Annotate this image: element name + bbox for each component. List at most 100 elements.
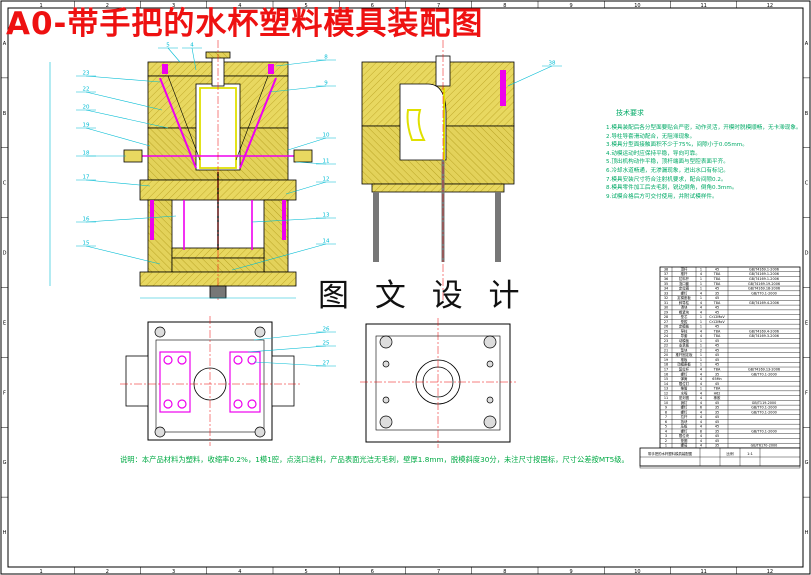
bom-cell: 螺钉 — [681, 428, 688, 433]
bom-cell: 限位钉 — [679, 381, 690, 386]
bom-cell: 45 — [715, 363, 719, 367]
tech-requirement-item: 5.顶出机构动作平稳，顶杆端面与型腔表面平齐。 — [606, 159, 729, 166]
bom-cell: 1 — [700, 296, 702, 300]
bom-cell: 26 — [664, 325, 668, 329]
bom-cell: T8A — [713, 367, 721, 371]
bom-cell: 23 — [664, 339, 668, 343]
callout-label: 18 — [83, 151, 90, 157]
bom-cell: 12 — [664, 391, 668, 395]
grid-row-label: E — [3, 320, 6, 326]
bom-cell: 35 — [664, 282, 668, 286]
bom-cell: GB/T70.1-2000 — [751, 429, 777, 433]
bom-cell: 1 — [700, 363, 702, 367]
bom-cell: 垫圈 — [681, 438, 688, 443]
bom-cell: 4 — [665, 429, 667, 433]
bom-cell: 24 — [664, 334, 668, 338]
callout-label: 10 — [323, 133, 330, 139]
bom-cell: 4 — [700, 420, 702, 424]
bom-cell: 4 — [700, 439, 702, 443]
bom-cell: GB/T4169.3-2006 — [749, 334, 779, 338]
bom-cell: 4 — [700, 291, 702, 295]
bom-cell: 6 — [665, 420, 667, 424]
bom-cell: GB/T70.1-2000 — [751, 372, 777, 376]
bom-cell: 浇口套 — [679, 281, 690, 286]
bom-cell: 17 — [664, 367, 668, 371]
bom-cell: 35 — [715, 372, 719, 376]
tech-requirement-item: 3.模具分型面接触面积不少于75%，间隙小于0.05mm。 — [606, 142, 748, 149]
bom-cell: 20 — [664, 353, 668, 357]
bom-cell: 4 — [700, 434, 702, 438]
bom-cell: 25 — [664, 329, 668, 333]
bom-cell: GB/T4169.1-2006 — [749, 267, 779, 271]
tech-requirement-item: 1.模具装配后各分型面要贴合严密，动作灵活，开模时脱模顺畅，无卡滞现象。 — [606, 125, 802, 131]
bom-cell: 37 — [664, 272, 668, 276]
bom-cell: 导柱 — [681, 328, 688, 333]
title-block-scale-label: 比例 — [726, 451, 734, 456]
bom-cell: 45 — [715, 287, 719, 291]
grid-row-label: G — [805, 460, 809, 466]
bom-cell: Cr12MoV — [709, 320, 725, 324]
grid-column-label: 10 — [634, 3, 640, 9]
bom-cell: 4 — [700, 444, 702, 448]
grid-row-label: F — [3, 390, 6, 396]
bom-cell: 1 — [700, 320, 702, 324]
bom-cell: 19 — [664, 358, 668, 362]
bom-cell: 29 — [664, 310, 668, 314]
bom-cell: 挡块 — [681, 419, 688, 424]
bom-cell: 动模座板 — [677, 362, 691, 367]
grid-row-label: G — [3, 460, 7, 466]
grid-row-label: C — [3, 181, 7, 187]
bom-cell: 4 — [700, 367, 702, 371]
bom-cell: 45 — [715, 306, 719, 310]
bom-cell: 45 — [715, 353, 719, 357]
bom-cell: 导套 — [681, 333, 688, 338]
callout-label: 38 — [549, 61, 556, 67]
plan-view-moving-half — [120, 316, 300, 446]
side-block-right — [293, 149, 313, 163]
bom-cell: 支承板 — [679, 343, 690, 348]
bom-cell: 45 — [715, 325, 719, 329]
bom-cell: GB/T4169.18-2006 — [748, 287, 780, 291]
grid-column-label: 9 — [570, 569, 573, 575]
bom-cell: 45 — [715, 401, 719, 405]
grid-column-label: 2 — [106, 569, 109, 575]
bom-cell: 45 — [715, 382, 719, 386]
bom-cell: GB/T70.1-2000 — [751, 410, 777, 414]
callout-label: 27 — [323, 361, 330, 367]
bom-cell: 4 — [700, 329, 702, 333]
grid-row-label: C — [805, 181, 809, 187]
bom-cell: 螺母 — [681, 443, 688, 448]
callout-label: 12 — [323, 177, 330, 183]
bom-cell: 4 — [700, 401, 702, 405]
bom-cell: 14 — [664, 382, 668, 386]
bom-cell: GB/T6170-2000 — [751, 444, 778, 448]
bom-cell: 27 — [664, 320, 668, 324]
bom-cell: 1 — [700, 353, 702, 357]
bom-cell: 5 — [665, 425, 667, 429]
callout-label: 19 — [83, 123, 90, 129]
bom-cell: 螺钉 — [681, 409, 688, 414]
bom-cell: 垫块 — [681, 347, 688, 352]
bom-cell: 2 — [665, 439, 667, 443]
bom-cell: GB/T70.1-2000 — [751, 406, 777, 410]
grid-column-label: 11 — [700, 569, 706, 575]
bom-cell: 拉杆 — [681, 414, 688, 419]
bom-cell: 推管 — [681, 386, 688, 391]
grid-column-label: 10 — [634, 569, 640, 575]
side-block-left — [123, 149, 143, 163]
bom-cell: 4 — [700, 410, 702, 414]
bom-cell: 45 — [715, 434, 719, 438]
bom-cell: 35 — [715, 410, 719, 414]
bom-cell: 32 — [664, 296, 668, 300]
grid-row-label: H — [3, 530, 7, 536]
bom-cell: 45 — [715, 310, 719, 314]
drawing-title: A0-带手把的水杯塑料模具装配图 — [6, 6, 484, 42]
bom-cell: 4 — [700, 396, 702, 400]
watermark-text: 图 文 设 计 — [318, 278, 528, 314]
bom-cell: T8A — [713, 329, 721, 333]
bom-cell: T8A — [713, 282, 721, 286]
callout-label: 14 — [323, 239, 330, 245]
bom-cell: 2 — [700, 348, 702, 352]
bom-cell: 10 — [664, 401, 668, 405]
bom-cell: 33 — [664, 291, 668, 295]
